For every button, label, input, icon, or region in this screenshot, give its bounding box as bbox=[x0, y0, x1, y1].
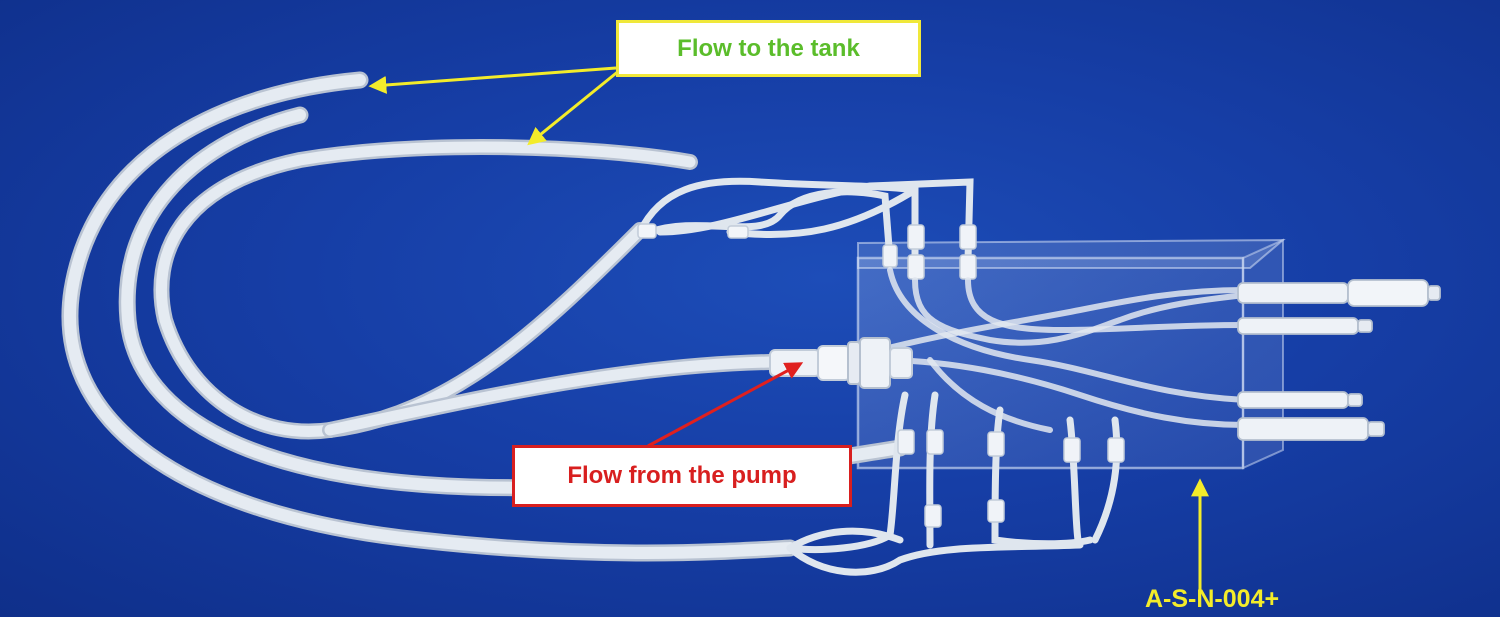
box-connectors-bottom bbox=[897, 429, 1125, 528]
pump-connector bbox=[769, 337, 913, 389]
upper-branches bbox=[636, 177, 974, 264]
flow-from-pump-arrow bbox=[647, 362, 804, 448]
flow-from-pump-text: Flow from the pump bbox=[567, 462, 797, 489]
flow-to-tank-label: Flow to the tank bbox=[616, 20, 921, 77]
flow-to-tank-arrows bbox=[368, 66, 621, 146]
flow-to-tank-text: Flow to the tank bbox=[677, 34, 860, 62]
flow-from-pump-label: Flow from the pump bbox=[512, 445, 852, 507]
box-connectors-top bbox=[882, 224, 977, 280]
internal-tubing bbox=[877, 267, 1248, 433]
model-code-label: A-S-N-004+ bbox=[1145, 585, 1280, 613]
outlet-connectors bbox=[1237, 279, 1441, 441]
